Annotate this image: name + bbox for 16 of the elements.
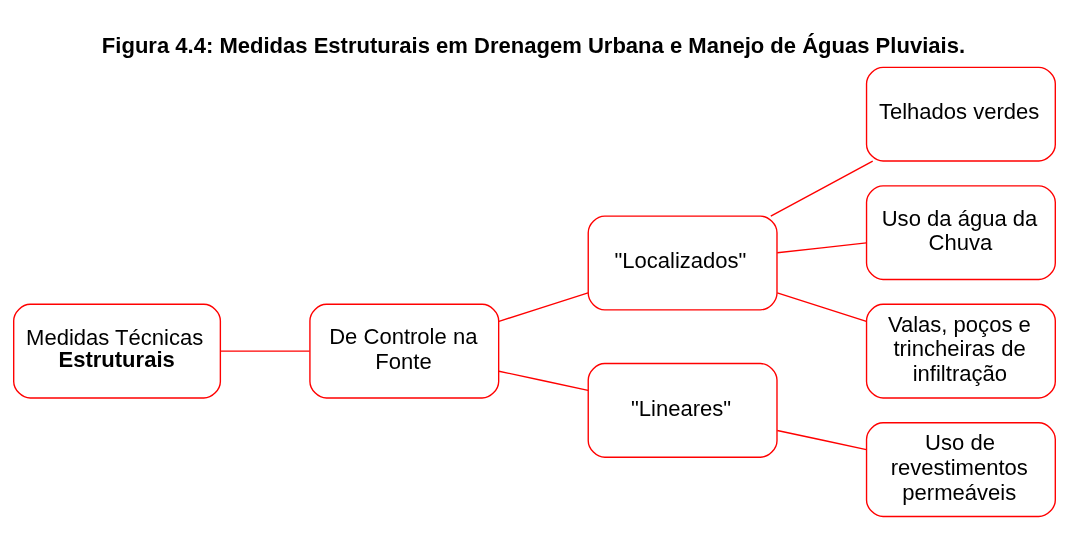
diagram-title: Figura 4.4: Medidas Estruturais em Drenagem Urbana e Manejo de Águas Pluviais. (101, 33, 966, 59)
node-box: Telhados verdes (865, 66, 1056, 162)
node-box: De Controle na Fonte (309, 303, 500, 399)
connector (498, 370, 589, 392)
node-box: Medidas Técnicas Estruturais (13, 303, 222, 399)
node-box: Valas, poços e trincheiras de infiltração (865, 303, 1056, 399)
connector (776, 292, 868, 322)
node-box: Uso de revestimentos permeáveis (865, 422, 1056, 518)
connector (776, 242, 868, 254)
node-box: Uso da água da Chuva (865, 185, 1056, 281)
connector (776, 429, 868, 451)
connector (770, 160, 874, 217)
node-box: "Lineares" (587, 362, 778, 458)
connector (498, 292, 589, 322)
connector (220, 350, 311, 352)
node-box: "Localizados" (587, 215, 778, 311)
